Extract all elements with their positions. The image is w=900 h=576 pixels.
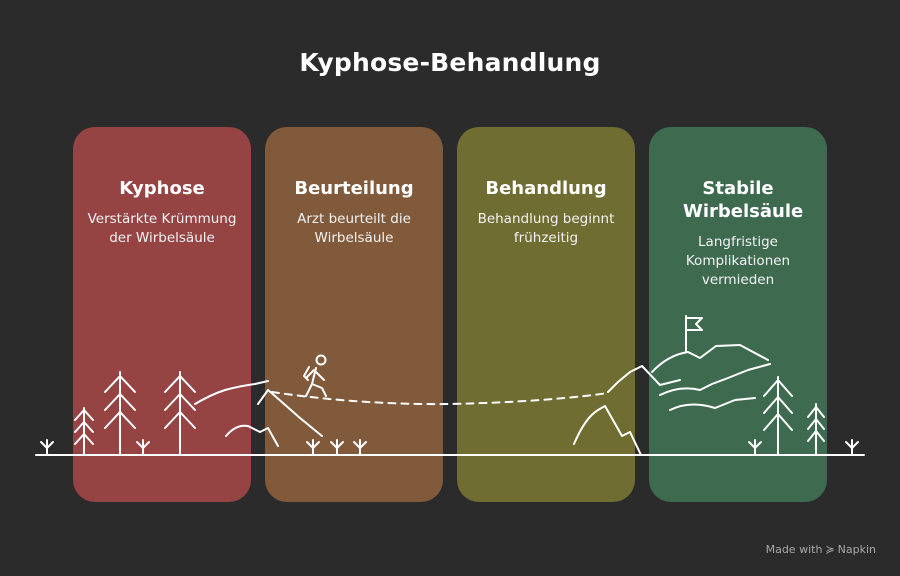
- step-title: Stabile Wirbelsäule: [683, 178, 804, 222]
- step-description: Arzt beurteilt die Wirbelsäule: [297, 211, 411, 246]
- step-card-stabile-wirbelsaeule: Stabile Wirbelsäule Langfristige Komplik…: [649, 127, 827, 502]
- tree-icon: [74, 407, 94, 456]
- summit-icon: [651, 315, 771, 411]
- step-description: Langfristige Komplikationen vermieden: [685, 234, 791, 288]
- hiker-icon: [303, 354, 327, 397]
- grass-icon: [40, 439, 859, 456]
- step-description: Behandlung beginnt frühzeitig: [477, 211, 615, 246]
- napkin-logo-icon: ≽: [825, 543, 835, 556]
- hills-icon: [573, 365, 681, 456]
- path-dashed-line: [271, 391, 609, 406]
- tree-icon: [763, 376, 793, 456]
- made-with-napkin-credit: Made with≽Napkin: [765, 543, 876, 556]
- step-title: Behandlung: [485, 178, 607, 199]
- step-card-kyphose: Kyphose Verstärkte Krümmung der Wirbelsä…: [73, 127, 251, 502]
- tree-icon: [104, 371, 136, 456]
- step-card-behandlung: Behandlung Behandlung beginnt frühzeitig: [457, 127, 635, 502]
- hills-icon: [194, 380, 323, 447]
- tree-icon: [164, 371, 196, 456]
- step-description: Verstärkte Krümmung der Wirbelsäule: [87, 211, 237, 246]
- diagram-title: Kyphose-Behandlung: [299, 48, 601, 77]
- step-card-beurteilung: Beurteilung Arzt beurteilt die Wirbelsäu…: [265, 127, 443, 502]
- tree-icon: [807, 403, 825, 456]
- step-title: Kyphose: [119, 178, 205, 199]
- step-title: Beurteilung: [294, 178, 414, 199]
